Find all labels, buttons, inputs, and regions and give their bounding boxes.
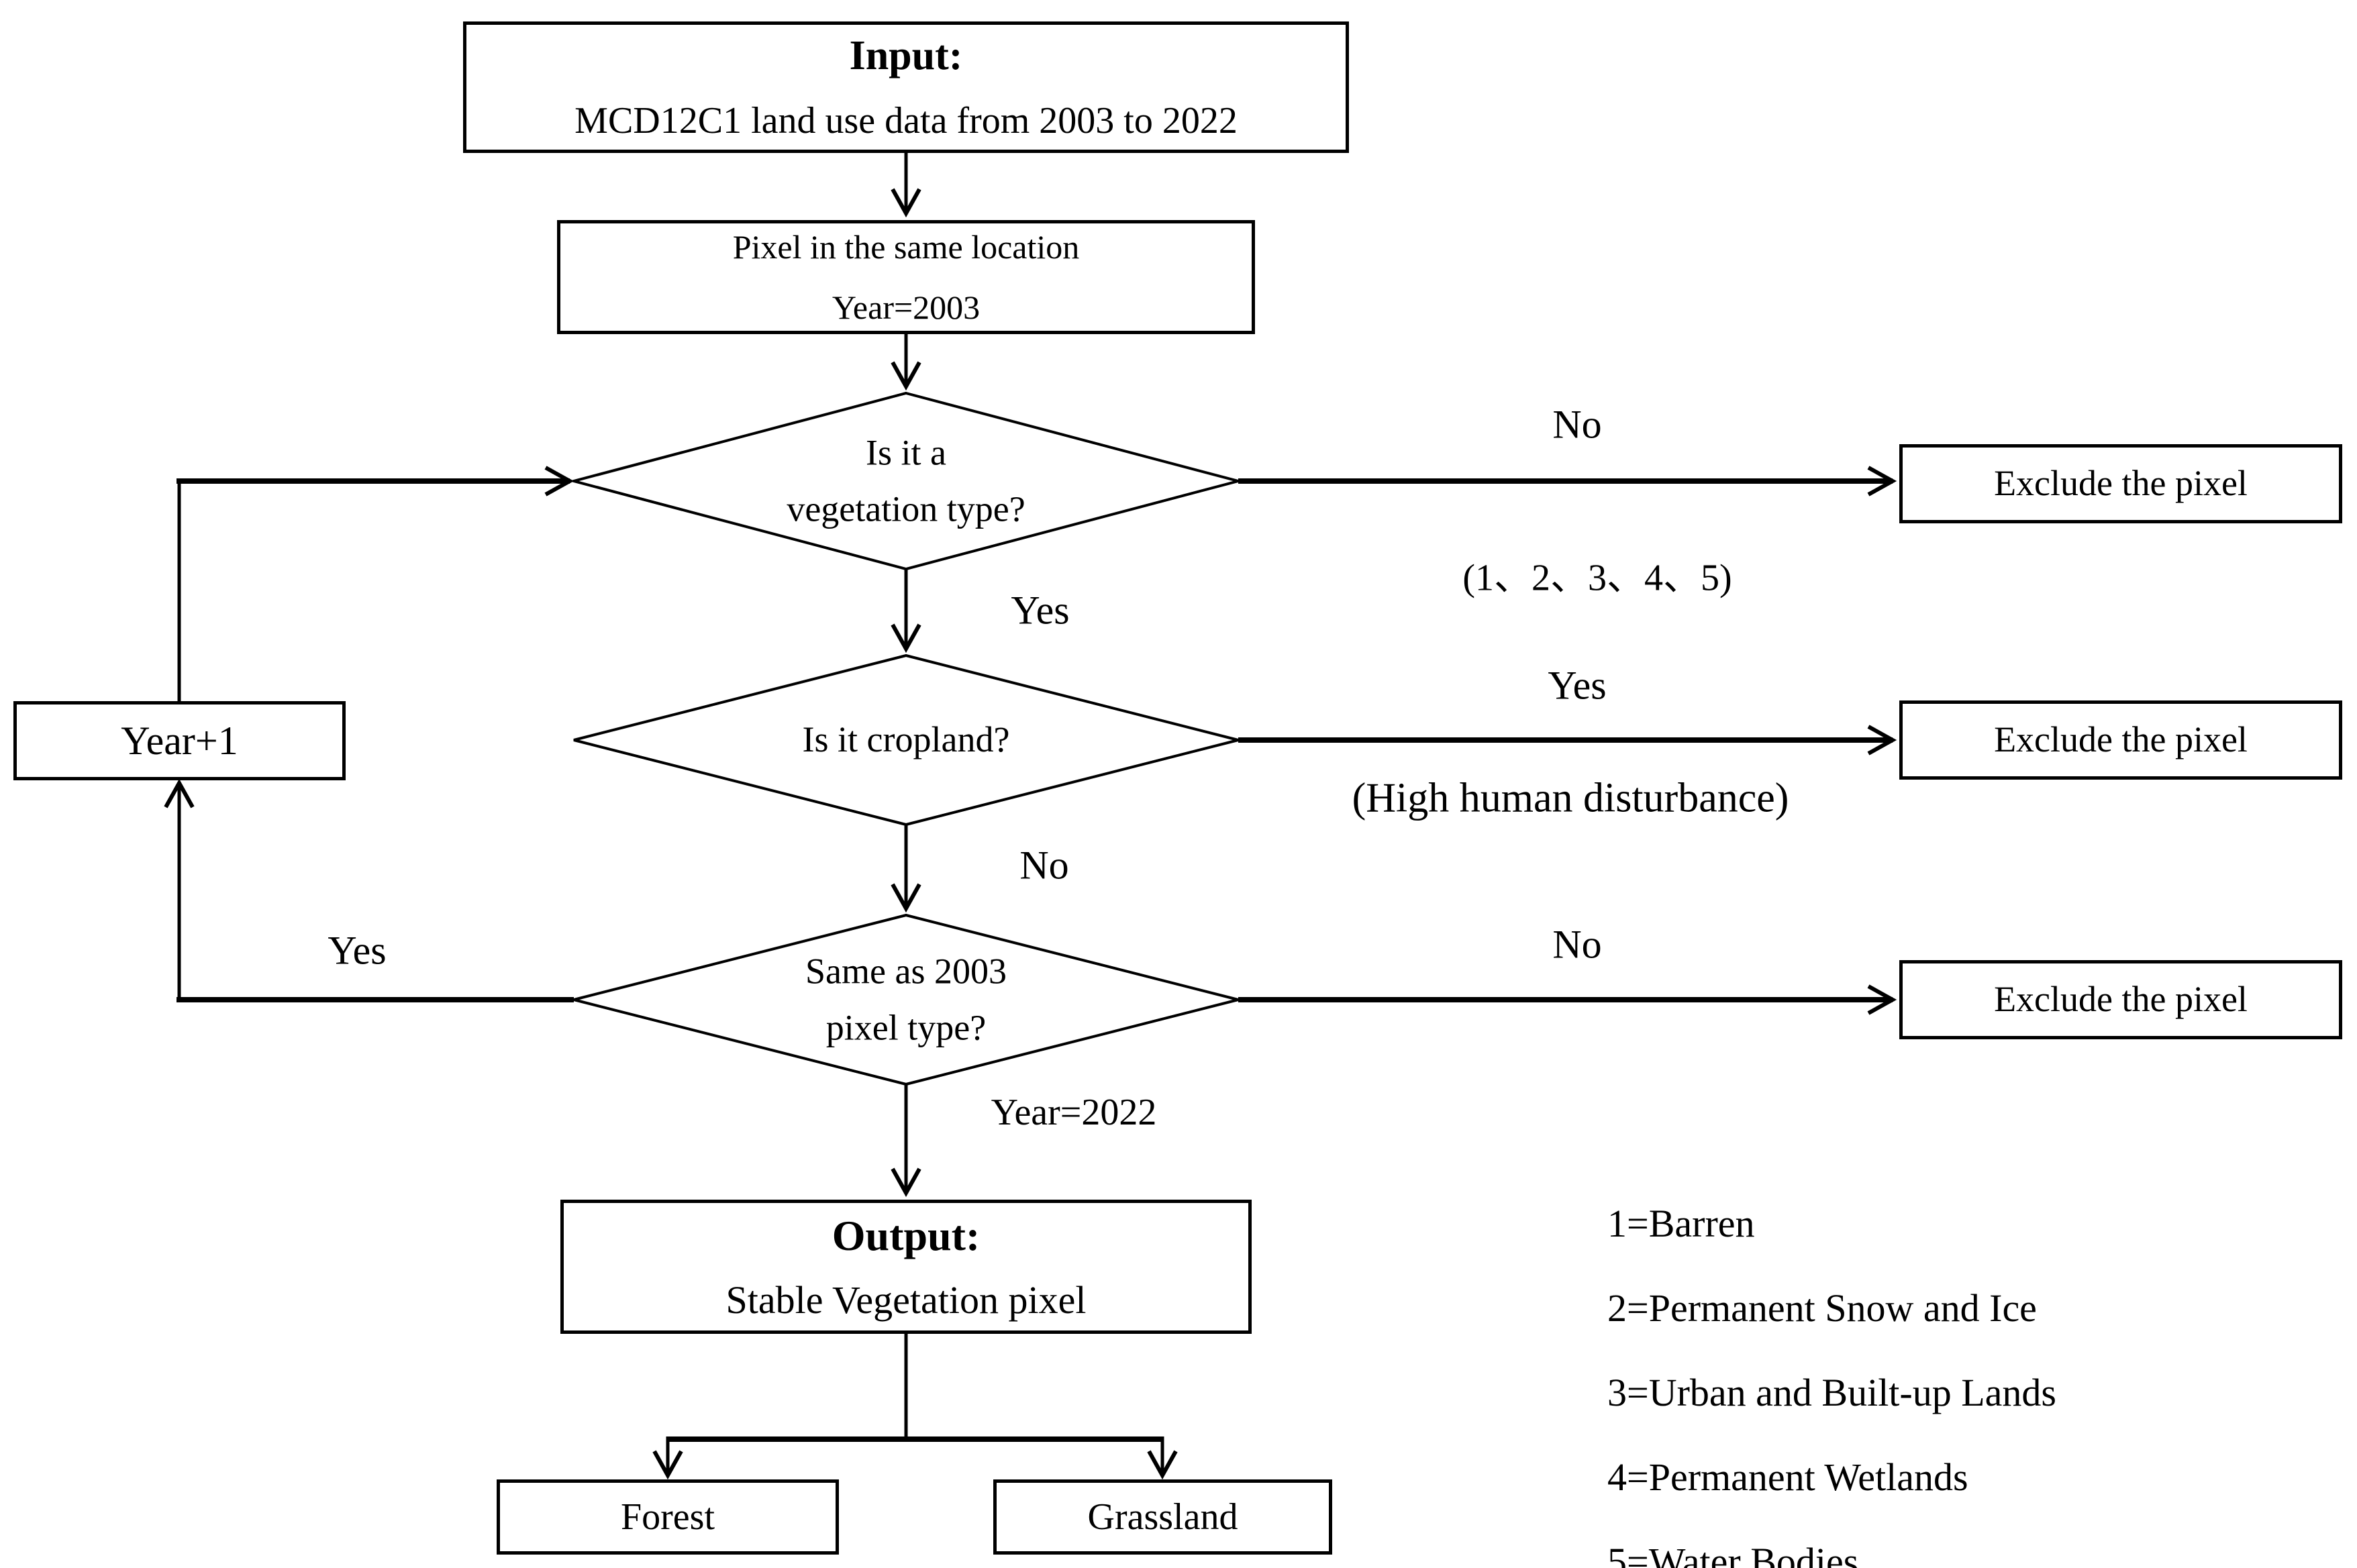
input-title: Input: [849,33,963,79]
input-node: Input: MCD12C1 land use data from 2003 t… [463,21,1349,153]
input-subtitle: MCD12C1 land use data from 2003 to 2022 [574,99,1238,142]
exclude-node-1: Exclude the pixel [1899,444,2342,523]
edge-label-codes: (1、2、3、4、5) [1462,557,1732,599]
legend-item: 2=Permanent Snow and Ice [1607,1286,2037,1330]
exclude-node-3: Exclude the pixel [1899,960,2342,1039]
decision-same-type-label: Same as 2003 pixel type? [805,951,1007,1047]
edge-label-disturbance: (High human disturbance) [1352,775,1789,821]
forest-node: Forest [497,1479,839,1555]
edge-label-yes-1: Yes [1011,588,1070,633]
edge-label-no-1: No [1552,402,1602,447]
output-subtitle: Stable Vegetation pixel [725,1277,1087,1322]
output-node: Output: Stable Vegetation pixel [560,1200,1252,1334]
edge-label-no-2: No [1019,843,1069,888]
legend-item: 4=Permanent Wetlands [1607,1455,1968,1499]
pixel-node: Pixel in the same location Year=2003 [557,220,1255,334]
output-title: Output: [832,1211,981,1259]
legend-item: 3=Urban and Built-up Lands [1607,1370,2056,1414]
edge-label-no-3: No [1552,922,1602,967]
land-cover-legend: 1=Barren 2=Permanent Snow and Ice 3=Urba… [1607,1181,2056,1568]
pixel-line1: Pixel in the same location [732,227,1080,266]
edge-label-year-2022: Year=2022 [991,1092,1157,1133]
year-plus-node: Year+1 [13,701,346,780]
edge-label-yes-3: Yes [328,928,387,973]
decision-cropland-label: Is it cropland? [802,719,1010,760]
legend-item: 1=Barren [1607,1201,1755,1245]
legend-item: 5=Water Bodies [1607,1539,1859,1568]
pixel-line2: Year=2003 [832,289,981,326]
exclude-node-2: Exclude the pixel [1899,700,2342,780]
decision-vegetation-label: Is it a vegetation type? [787,432,1025,529]
grassland-node: Grassland [993,1479,1332,1555]
edge-label-yes-2: Yes [1548,663,1607,708]
